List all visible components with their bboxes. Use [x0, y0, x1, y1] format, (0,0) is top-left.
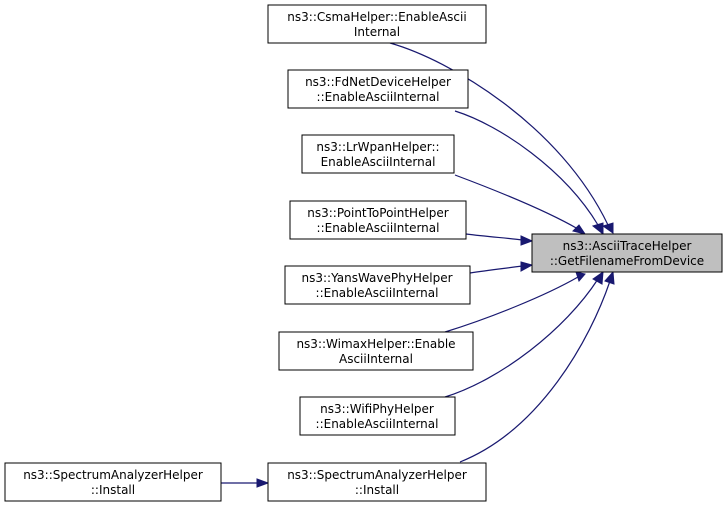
node-wimax-line1: ns3::WimaxHelper::Enable [296, 337, 455, 351]
node-p2p-line1: ns3::PointToPointHelper [307, 206, 449, 220]
node-lrwpan-helper[interactable]: ns3::LrWpanHelper:: EnableAsciiInternal [301, 134, 455, 174]
node-wifi-line2: ::EnableAsciiInternal [316, 417, 439, 431]
node-lrwpan-line1: ns3::LrWpanHelper:: [316, 140, 439, 154]
node-wimax-helper[interactable]: ns3::WimaxHelper::Enable AsciiInternal [278, 331, 474, 371]
node-wifi-helper[interactable]: ns3::WifiPhyHelper ::EnableAsciiInternal [299, 396, 456, 436]
node-wifi-line1: ns3::WifiPhyHelper [320, 402, 434, 416]
edge-fdnet-to-target [454, 110, 604, 236]
node-csma-line2: Internal [354, 25, 400, 39]
node-yans-line2: ::EnableAsciiInternal [316, 286, 439, 300]
edge-wifi-to-target [444, 270, 604, 398]
node-csma-line1: ns3::CsmaHelper::EnableAscii [287, 10, 466, 24]
node-outer-spectrum-helper[interactable]: ns3::SpectrumAnalyzerHelper ::Install [4, 462, 222, 502]
node-lrwpan-line2: EnableAsciiInternal [321, 155, 436, 169]
node-outer-spectrum-line2: ::Install [91, 483, 135, 497]
node-target[interactable]: ns3::AsciiTraceHelper ::GetFilenameFromD… [531, 233, 723, 273]
node-wimax-line2: AsciiInternal [339, 352, 413, 366]
node-target-line1: ns3::AsciiTraceHelper [563, 239, 692, 253]
edge-spectrum-to-target [459, 270, 615, 463]
node-p2p-helper[interactable]: ns3::PointToPointHelper ::EnableAsciiInt… [289, 200, 467, 240]
node-spectrum-line2: ::Install [355, 483, 399, 497]
edge-wimax-to-target [444, 271, 586, 333]
edge-yans-to-target [469, 261, 534, 274]
node-spectrum-line1: ns3::SpectrumAnalyzerHelper [287, 468, 467, 482]
edge-lrwpan-to-target [454, 174, 587, 235]
node-spectrum-helper[interactable]: ns3::SpectrumAnalyzerHelper ::Install [267, 462, 487, 502]
node-outer-spectrum-line1: ns3::SpectrumAnalyzerHelper [23, 468, 203, 482]
node-target-line2: ::GetFilenameFromDevice [550, 254, 704, 268]
node-csma-helper[interactable]: ns3::CsmaHelper::EnableAscii Internal [267, 4, 487, 44]
node-yans-line1: ns3::YansWavePhyHelper [301, 271, 452, 285]
edge-csma-to-target [389, 42, 614, 234]
edge-outer-spectrum-to-spectrum [221, 478, 270, 488]
node-fdnet-line1: ns3::FdNetDeviceHelper [305, 75, 451, 89]
node-p2p-line2: ::EnableAsciiInternal [317, 221, 440, 235]
node-fdnet-helper[interactable]: ns3::FdNetDeviceHelper ::EnableAsciiInte… [287, 69, 469, 109]
edge-p2p-to-target [465, 233, 534, 246]
node-yans-helper[interactable]: ns3::YansWavePhyHelper ::EnableAsciiInte… [284, 265, 471, 305]
node-fdnet-line2: ::EnableAsciiInternal [317, 90, 440, 104]
